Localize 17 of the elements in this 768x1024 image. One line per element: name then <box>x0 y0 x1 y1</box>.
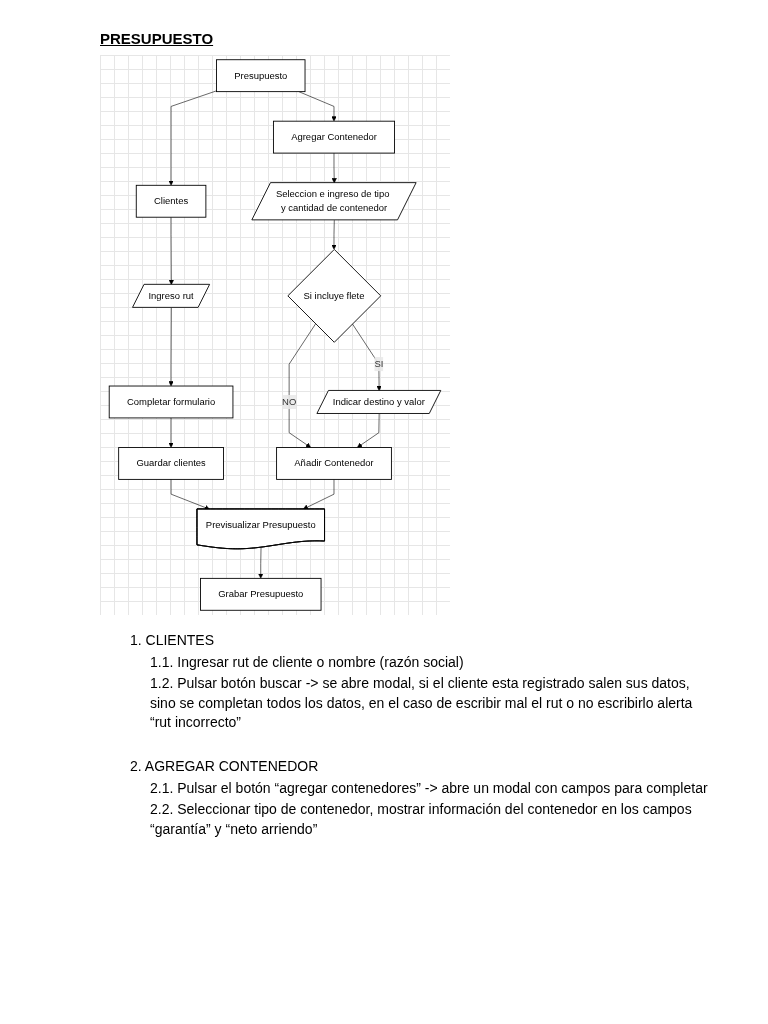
node-box: Guardar clientes <box>118 447 224 480</box>
section-heading: 1. CLIENTES <box>130 631 216 650</box>
node-box: Agregar Contenedor <box>273 120 395 154</box>
edge-label: SI <box>374 358 384 369</box>
node-diamond: Si incluye flete <box>287 248 382 343</box>
node-box: Clientes <box>135 184 207 218</box>
list-item: 1.2. Pulsar botón buscar -> se abre modal, si el cliente esta registrado salen sus datos, sino se completan todos los datos, en el caso de escribir mal el rut o no escribirlo alerta “rut incorrecto” <box>150 674 694 733</box>
list-item: 2.1. Pulsar el botón “agregar contenedores” -> abre un modal con campos para completar <box>150 778 708 798</box>
list-item: 1.1. Ingresar rut de cliente o nombre (razón social) <box>150 652 465 672</box>
node-box: Añadir Contenedor <box>276 447 392 480</box>
section-heading: 2. AGREGAR CONTENEDOR <box>130 756 320 776</box>
list-item: 2.2. Seleccionar tipo de contenedor, mostrar información del contenedor en los campos “garantía” y “neto arriendo” <box>150 800 693 839</box>
node-box: Presupuesto <box>216 59 306 93</box>
edge-label: NO <box>282 396 297 407</box>
node-box: Grabar Presupuesto <box>200 577 322 611</box>
node-box: Completar formulario <box>108 385 234 419</box>
page-title: PRESUPUESTO <box>100 30 214 47</box>
